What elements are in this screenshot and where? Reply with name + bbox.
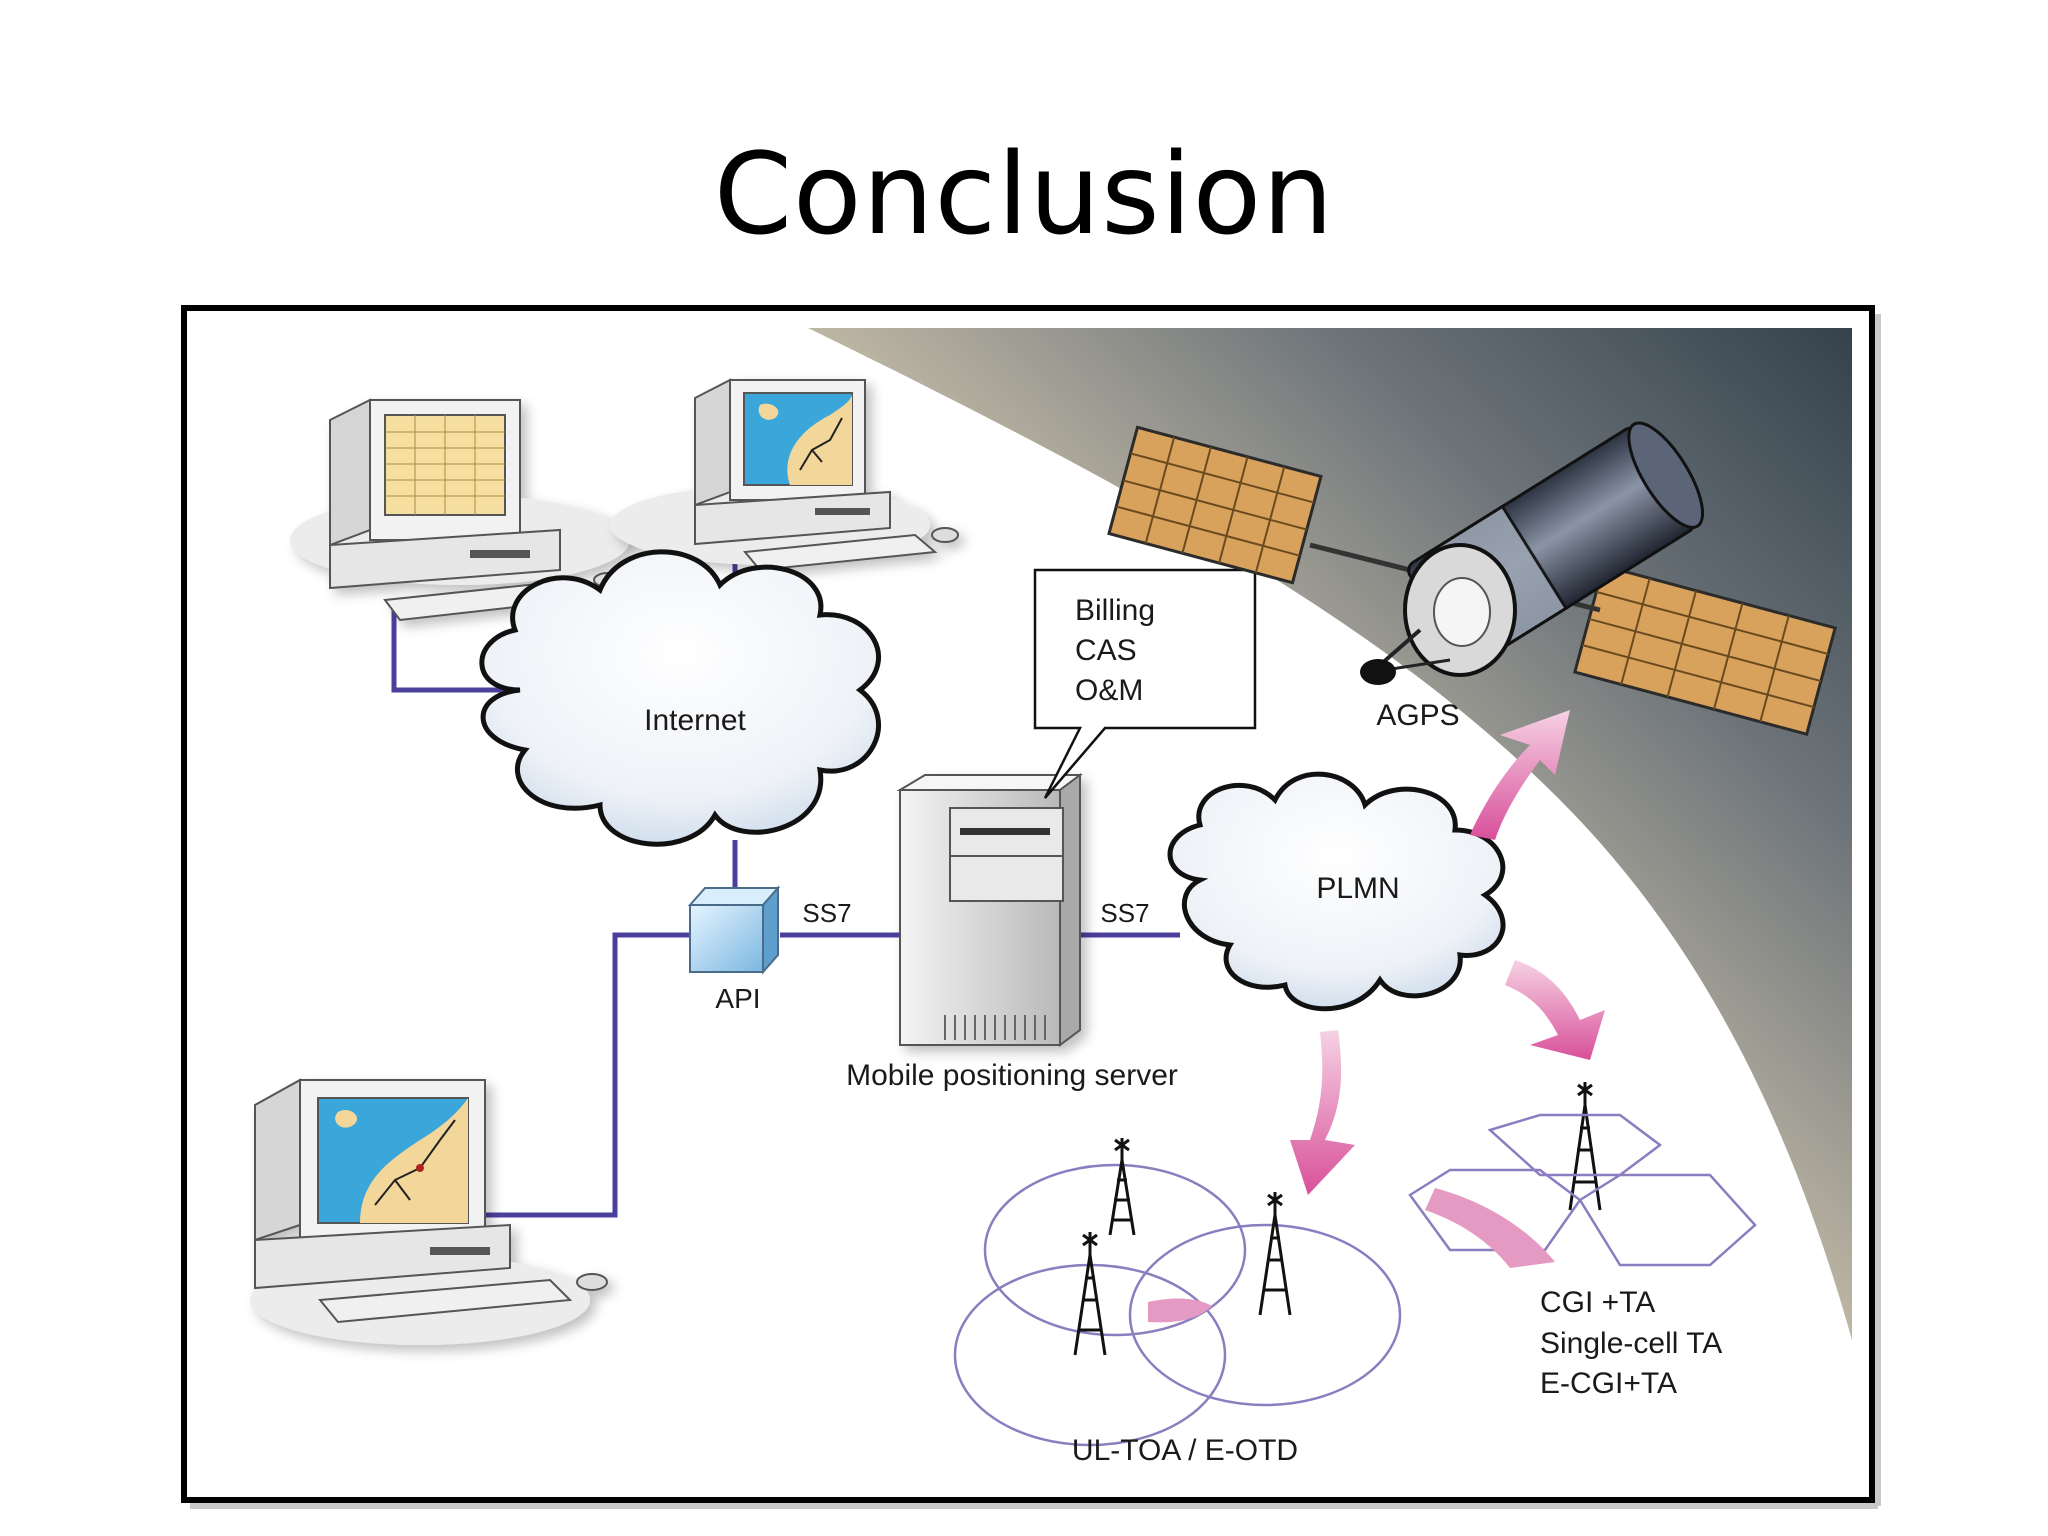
plmn-label: PLMN — [1316, 872, 1399, 905]
method-ul-toa-eotd: UL-TOA / E-OTD — [1072, 1434, 1298, 1467]
callout-cas: CAS — [1075, 634, 1137, 667]
network-links — [391, 530, 1180, 1218]
agps-label: AGPS — [1376, 699, 1459, 732]
ss7-left-label: SS7 — [802, 898, 851, 928]
agps-satellite: AGPS — [1107, 421, 1837, 737]
method-single-cell-ta: Single-cell TA — [1540, 1327, 1722, 1360]
server-functions-callout: Billing CAS O&M — [1033, 568, 1257, 799]
workstation-map-top — [610, 378, 959, 572]
triangulation-cells — [953, 1163, 1402, 1447]
method-cgi-ta: CGI +TA — [1540, 1286, 1655, 1319]
tower-3 — [1258, 1192, 1292, 1316]
hexagonal-cells — [1408, 1113, 1757, 1267]
arrow-to-triangulation — [1290, 1030, 1355, 1195]
tower-1 — [1108, 1138, 1136, 1236]
internet-cloud: Internet — [479, 549, 881, 847]
plmn-cloud: PLMN — [1167, 771, 1506, 1012]
api-gateway: API — [687, 885, 781, 1014]
callout-om: O&M — [1075, 674, 1143, 707]
internet-label: Internet — [644, 704, 746, 737]
method-ecgi-ta: E-CGI+TA — [1540, 1367, 1677, 1400]
antenna-towers — [1073, 1082, 1602, 1356]
ss7-right-label: SS7 — [1100, 898, 1149, 928]
arrow-to-cell — [1505, 960, 1605, 1060]
positioning-server — [896, 773, 1083, 1047]
timing-advance-band — [1425, 1188, 1555, 1268]
api-label: API — [715, 983, 760, 1014]
server-label: Mobile positioning server — [846, 1059, 1178, 1092]
method-arrows — [1290, 710, 1605, 1195]
overlap-region — [1148, 1298, 1212, 1323]
slide-title: Conclusion — [713, 130, 1335, 260]
tower-2 — [1073, 1232, 1107, 1356]
arrow-to-agps — [1470, 710, 1570, 840]
callout-billing: Billing — [1075, 594, 1155, 627]
workstation-map-bottom — [250, 1078, 608, 1345]
workstation-spreadsheet — [290, 398, 630, 622]
